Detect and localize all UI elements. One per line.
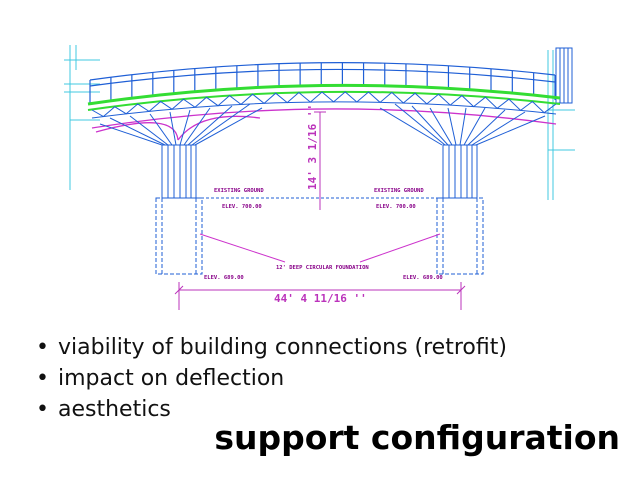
- truss-upper: [89, 62, 556, 105]
- bridge-support-drawing: 14' 3 1/16 '' EXISTING GROUND ELEV. 700.…: [64, 45, 575, 310]
- elev-top-left-label: ELEV. 700.00: [222, 204, 262, 210]
- horizontal-dimension-label: 44' 4 11/16 '': [274, 292, 367, 305]
- right-pier-branches: [379, 103, 546, 146]
- left-building-frame: [64, 45, 100, 190]
- bullet-text: viability of building connections (retro…: [58, 335, 507, 360]
- right-building-frame: [547, 47, 575, 200]
- bullet-text: impact on deflection: [58, 366, 285, 391]
- truss-lower: [91, 91, 557, 119]
- elev-bottom-left-label: ELEV. 689.00: [204, 275, 244, 281]
- bullet-item: •impact on deflection: [36, 366, 285, 391]
- bullet-item: •aesthetics: [36, 397, 171, 422]
- deck: [87, 83, 561, 111]
- bullet-list: •viability of building connections (retr…: [36, 332, 507, 425]
- bullet-item: •viability of building connections (retr…: [36, 335, 507, 360]
- existing-ground-right-label: EXISTING GROUND: [374, 188, 424, 194]
- bullet-text: aesthetics: [58, 397, 171, 422]
- left-foundation: [155, 197, 203, 275]
- bracing-arches: [91, 108, 557, 141]
- elev-top-right-label: ELEV. 700.00: [376, 204, 416, 210]
- elev-bottom-right-label: ELEV. 689.00: [403, 275, 443, 281]
- horizontal-dimension: [174, 282, 466, 310]
- right-foundation: [436, 197, 484, 275]
- foundation-leaders: [199, 233, 441, 263]
- existing-ground-left-label: EXISTING GROUND: [214, 188, 264, 194]
- vertical-dimension-label: 14' 3 1/16 '': [306, 104, 319, 190]
- vertical-dimension: [314, 111, 326, 210]
- right-column: [442, 144, 478, 199]
- left-column: [161, 144, 197, 199]
- foundation-note-label: 12' DEEP CIRCULAR FOUNDATION: [276, 265, 369, 271]
- slide-title: support configuration: [214, 418, 620, 457]
- left-pier-branches: [99, 103, 263, 146]
